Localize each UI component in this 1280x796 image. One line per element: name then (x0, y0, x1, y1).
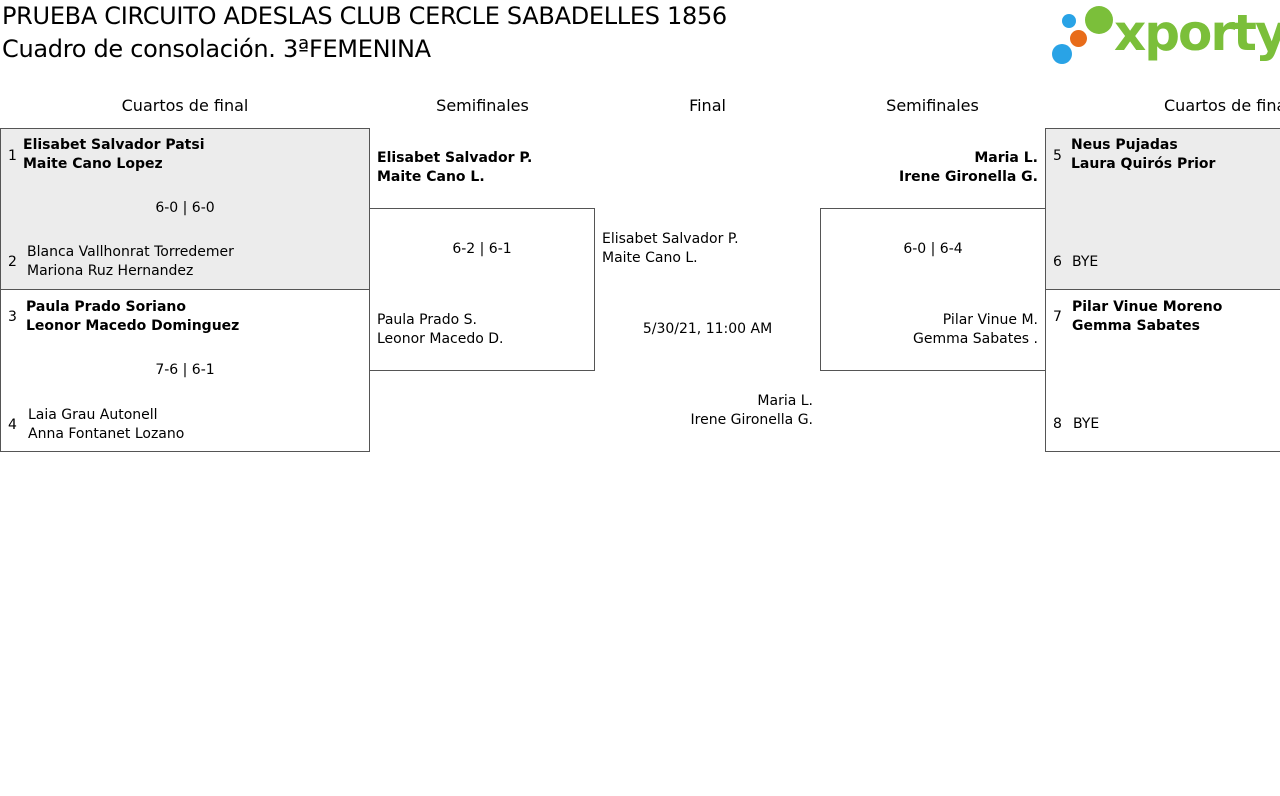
round-header-left-qf: Cuartos de final (121, 96, 249, 115)
round-header-right-sf: Semifinales (886, 96, 979, 115)
player-name: Pilar Vinue Moreno (1072, 299, 1223, 315)
seed-number: 4 (8, 417, 17, 433)
player-name: Irene Gironella G. (690, 412, 813, 428)
right-qf-match-1[interactable]: 5 Neus Pujadas Laura Quirós Prior 6 BYE (1045, 128, 1280, 290)
match-score: 7-6 | 6-1 (155, 362, 215, 378)
player-name: Elisabet Salvador P. (602, 231, 739, 247)
seed-number: 3 (8, 309, 17, 325)
xporty-logo (1050, 4, 1280, 68)
player-name: Maria L. (757, 393, 813, 409)
logo-dot-green (1085, 6, 1113, 34)
player-name: BYE (1073, 416, 1100, 432)
page-title: PRUEBA CIRCUITO ADESLAS CLUB CERCLE SABA… (2, 2, 727, 30)
player-name: Leonor Macedo D. (377, 331, 504, 347)
seed-number: 1 (8, 148, 17, 164)
seed-number: 6 (1053, 254, 1062, 270)
player-name: Neus Pujadas (1071, 137, 1178, 153)
right-qf-match-2[interactable]: 7 Pilar Vinue Moreno Gemma Sabates 8 BYE (1045, 289, 1280, 452)
match-score: 6-0 | 6-0 (155, 200, 215, 216)
right-sf-match[interactable]: 6-0 | 6-4 Pilar Vinue M. Gemma Sabates . (820, 208, 1046, 371)
player-name: Pilar Vinue M. (942, 312, 1038, 328)
round-header-right-qf: Cuartos de final (1164, 96, 1280, 115)
player-name: Blanca Vallhonrat Torredemer (27, 244, 234, 260)
logo-text: xporty (1114, 4, 1280, 62)
match-score: 6-2 | 6-1 (452, 241, 512, 257)
left-sf-match[interactable]: 6-2 | 6-1 Paula Prado S. Leonor Macedo D… (369, 208, 595, 371)
page-subtitle: Cuadro de consolación. 3ªFEMENINA (2, 35, 431, 63)
seed-number: 8 (1053, 416, 1062, 432)
final-match[interactable]: Elisabet Salvador P. Maite Cano L. 5/30/… (595, 208, 820, 448)
left-sf-top-player: Maite Cano L. (377, 169, 485, 185)
player-name: BYE (1072, 254, 1099, 270)
player-name: Paula Prado Soriano (26, 299, 186, 315)
player-name: Mariona Ruz Hernandez (27, 263, 194, 279)
seed-number: 5 (1053, 148, 1062, 164)
match-score: 6-0 | 6-4 (903, 241, 963, 257)
left-qf-match-1[interactable]: 1 Elisabet Salvador Patsi Maite Cano Lop… (0, 128, 370, 290)
logo-dot-blue-small (1062, 14, 1076, 28)
round-header-left-sf: Semifinales (436, 96, 529, 115)
player-name: Paula Prado S. (377, 312, 477, 328)
player-name: Maite Cano L. (602, 250, 698, 266)
logo-dot-orange (1070, 30, 1087, 47)
player-name: Laia Grau Autonell (28, 407, 158, 423)
player-name: Gemma Sabates (1072, 318, 1201, 334)
left-qf-match-2[interactable]: 3 Paula Prado Soriano Leonor Macedo Domi… (0, 289, 370, 452)
round-header-final: Final (689, 96, 726, 115)
left-sf-top-player: Elisabet Salvador P. (377, 150, 533, 166)
player-name: Leonor Macedo Dominguez (26, 318, 240, 334)
player-name: Elisabet Salvador Patsi (23, 137, 205, 153)
match-datetime: 5/30/21, 11:00 AM (642, 321, 773, 337)
player-name: Maite Cano Lopez (23, 156, 163, 172)
player-name: Anna Fontanet Lozano (28, 426, 185, 442)
right-sf-top-player: Maria L. (974, 150, 1038, 166)
player-name: Laura Quirós Prior (1071, 156, 1216, 172)
seed-number: 2 (8, 254, 17, 270)
player-name: Gemma Sabates . (913, 331, 1038, 347)
right-sf-top-player: Irene Gironella G. (899, 169, 1038, 185)
seed-number: 7 (1053, 309, 1062, 325)
logo-dot-blue (1052, 44, 1072, 64)
